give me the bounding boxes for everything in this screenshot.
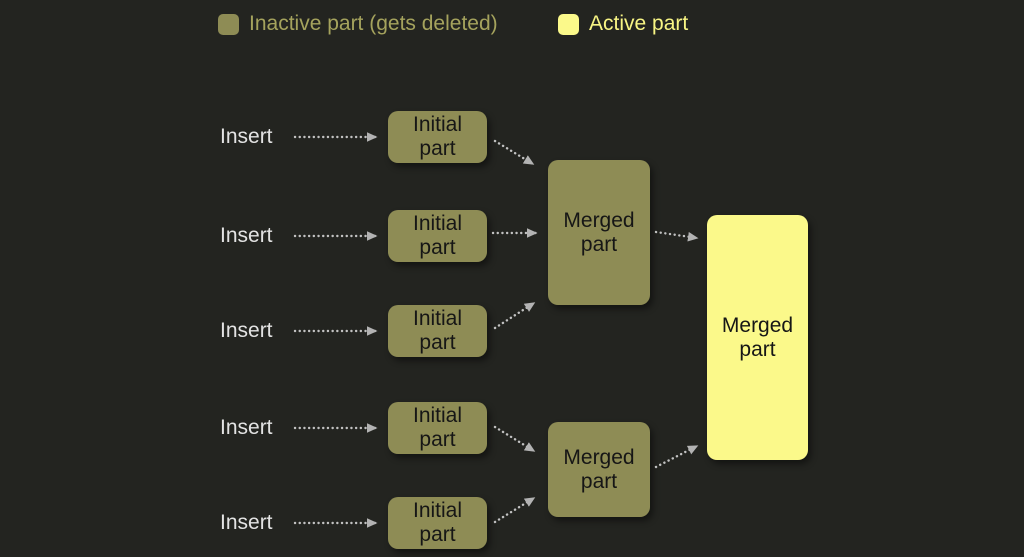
initial-part-box-2: Initial part (388, 210, 487, 262)
legend-item-inactive: Inactive part (gets deleted) (218, 10, 498, 38)
legend-item-active: Active part (558, 10, 688, 38)
insert-label-5: Insert (220, 511, 273, 534)
arrow-initial5-merged2 (493, 496, 536, 524)
inactive-part-swatch-icon (218, 13, 239, 35)
insert-label-2: Insert (220, 224, 273, 247)
initial-part-box-1: Initial part (388, 111, 487, 163)
arrow-initial1-merged1 (493, 139, 535, 166)
active-part-swatch-icon (558, 13, 579, 35)
insert-label-3: Insert (220, 319, 273, 342)
initial-part-box-4: Initial part (388, 402, 487, 454)
insert-label-4: Insert (220, 416, 273, 439)
arrow-merged1-final (654, 230, 699, 242)
initial-part-box-5: Initial part (388, 497, 487, 549)
merged-part-box-2: Merged part (548, 422, 650, 517)
arrow-initial4-merged2 (493, 425, 536, 453)
initial-part-box-3: Initial part (388, 305, 487, 357)
arrow-initial3-merged1 (493, 301, 536, 330)
legend-active-label: Active part (589, 12, 689, 35)
merged-part-box-final: Merged part (707, 215, 808, 460)
arrow-merged2-final (654, 444, 699, 469)
merged-part-box-1: Merged part (548, 160, 650, 305)
insert-label-1: Insert (220, 125, 273, 148)
legend-inactive-label: Inactive part (gets deleted) (249, 12, 498, 35)
